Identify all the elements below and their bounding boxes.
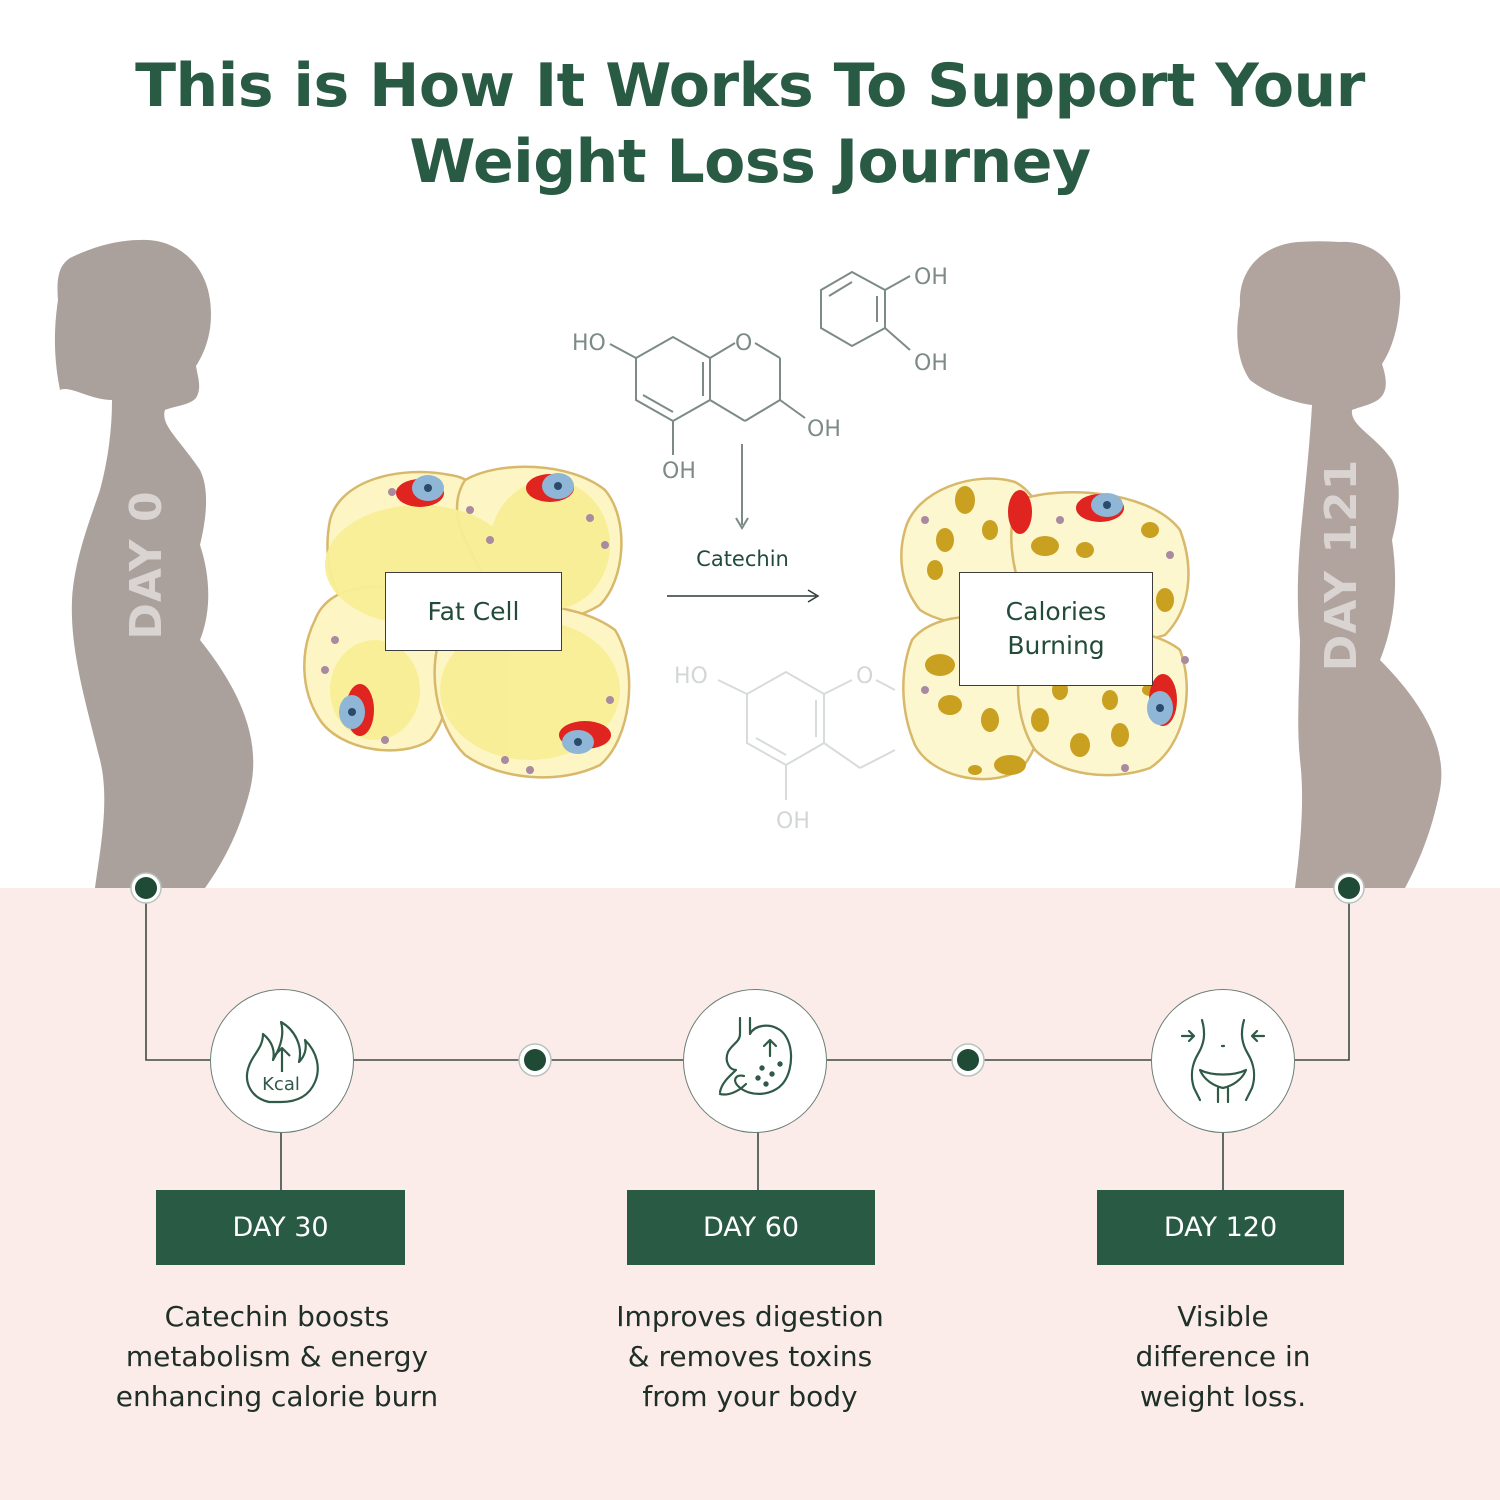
timeline-step-2-icon-circle [683, 989, 827, 1133]
day-60-badge: DAY 60 [627, 1190, 875, 1265]
calories-burning-line-2: Burning [1007, 631, 1105, 660]
woman-silhouette-after [1237, 241, 1442, 888]
chem-label-oh: OH [807, 417, 841, 442]
catechin-structure-top [609, 270, 911, 530]
day-120-badge: DAY 120 [1097, 1190, 1344, 1265]
page-title: This is How It Works To Support Your Wei… [0, 48, 1500, 200]
fat-cell-label: Fat Cell [385, 572, 562, 651]
catechin-arrow-label: Catechin [696, 547, 789, 571]
day-60-desc-line: Improves digestion [616, 1300, 884, 1333]
kcal-text: Kcal [262, 1074, 300, 1095]
timeline-connectors [145, 888, 1350, 1190]
day-60-desc-line: & removes toxins [627, 1340, 873, 1373]
timeline-step-3-icon-circle [1151, 989, 1295, 1133]
chem-label-oh: OH [914, 265, 948, 290]
day-30-description: Catechin boosts metabolism & energy enha… [77, 1297, 477, 1417]
day-30-desc-line: enhancing calorie burn [115, 1380, 439, 1413]
day-121-label: DAY 121 [1316, 458, 1367, 672]
chem-label-o: O [856, 664, 873, 689]
stomach-icon [718, 1016, 793, 1096]
day-60-description: Improves digestion & removes toxins from… [550, 1297, 950, 1417]
chem-label-ho: HO [674, 664, 708, 689]
day-120-desc-line: Visible [1177, 1300, 1269, 1333]
day-30-desc-line: Catechin boosts [164, 1300, 390, 1333]
day-120-description: Visible difference in weight loss. [1023, 1297, 1423, 1417]
chem-labels-faded: HO O OH [674, 664, 873, 834]
catechin-structure-faded [717, 670, 896, 800]
chem-label-oh: OH [776, 809, 810, 834]
calories-burning-label: Calories Burning [959, 572, 1153, 686]
fat-cell-label-text: Fat Cell [427, 596, 520, 626]
chem-label-oh: OH [662, 459, 696, 484]
title-line-1: This is How It Works To Support Your [135, 51, 1365, 121]
woman-silhouette-before [54, 239, 254, 889]
chem-labels: HO O OH OH OH OH [572, 265, 948, 484]
day-30-desc-line: metabolism & energy [125, 1340, 429, 1373]
reaction-arrow [667, 589, 820, 603]
day-60-desc-line: from your body [642, 1380, 858, 1413]
day-30-badge: DAY 30 [156, 1190, 405, 1265]
chem-label-ho: HO [572, 331, 606, 356]
day-120-desc-line: weight loss. [1139, 1380, 1307, 1413]
title-line-2: Weight Loss Journey [409, 127, 1091, 197]
timeline-step-1-icon-circle: Kcal [210, 989, 354, 1133]
waist-slim-icon [1180, 1018, 1266, 1104]
day-120-desc-line: difference in [1135, 1340, 1311, 1373]
chem-label-o: O [735, 331, 752, 356]
chem-label-oh: OH [914, 351, 948, 376]
timeline-dots [130, 872, 1365, 1077]
day-0-label: DAY 0 [121, 490, 172, 640]
kcal-flame-icon: Kcal [245, 1020, 319, 1104]
calories-burning-line-1: Calories [1005, 597, 1107, 626]
